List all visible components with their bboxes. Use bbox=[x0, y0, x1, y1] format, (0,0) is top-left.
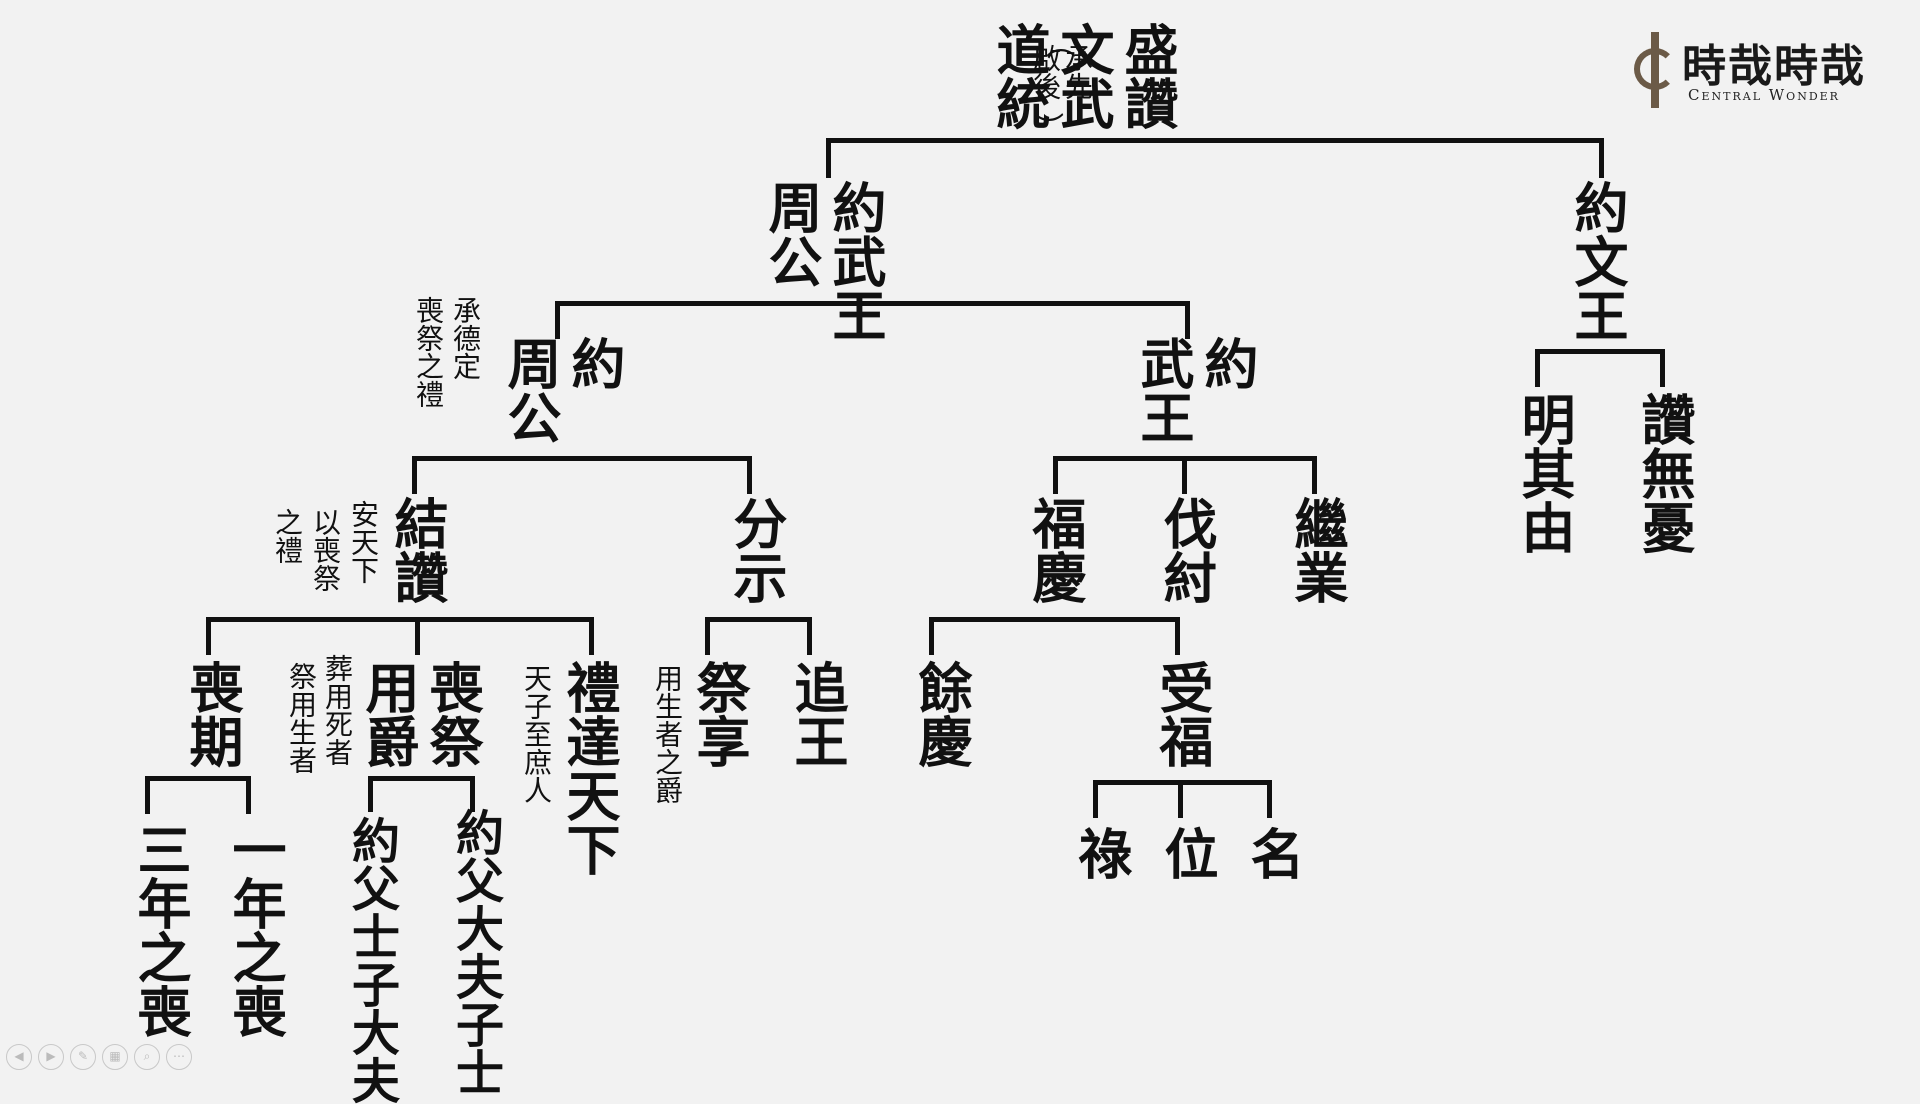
more-icon[interactable]: ⋯ bbox=[166, 1044, 192, 1070]
connector-jie-left bbox=[206, 617, 211, 655]
node-zhou-wu-col1: 約武王 bbox=[823, 180, 887, 342]
node-wu-wang-col2: 武王 bbox=[1131, 336, 1195, 444]
connector-l1-left bbox=[555, 301, 560, 339]
connector-sang-right bbox=[246, 776, 251, 814]
connector-shou-right bbox=[1267, 780, 1272, 818]
connector-sang-left bbox=[145, 776, 150, 814]
connector-wu-mid bbox=[1182, 456, 1187, 494]
root-paren-close: ︶ bbox=[1028, 112, 1063, 142]
root-paren-open: ︵ bbox=[1040, 28, 1075, 58]
node-wen-wang: 約文王 bbox=[1565, 180, 1629, 342]
zhou-gong-note-col1: 承德定 bbox=[449, 296, 482, 380]
connector-zhou-right bbox=[747, 456, 752, 494]
connector-fen-h bbox=[705, 617, 812, 622]
zhou-gong-note-col2: 喪祭之禮 bbox=[412, 296, 445, 408]
connector-shou-left bbox=[1093, 780, 1098, 818]
logo-subtitle: Central Wonder bbox=[1688, 86, 1840, 104]
node-jie-zan: 結讚 bbox=[385, 496, 449, 604]
yong-jue-note-col2: 祭用生者 bbox=[285, 662, 318, 774]
connector-root-h bbox=[826, 138, 1604, 143]
lineage-tree-diagram: 時哉時哉 Central Wonder 盛讚 文武 道統 ︵ 承先 啟後 ︶ 約… bbox=[6, 22, 1900, 1104]
node-fu-qing: 福慶 bbox=[1023, 496, 1087, 604]
root-node-col2: 文武 bbox=[1051, 22, 1115, 130]
li-da-note: 天子至庶人 bbox=[520, 664, 553, 804]
node-li-da: 禮達天下 bbox=[557, 660, 621, 876]
connector-wu-left bbox=[1053, 456, 1058, 494]
connector-l1-h bbox=[555, 301, 1190, 306]
root-node-col1: 盛讚 bbox=[1115, 22, 1179, 130]
node-yong-jue: 用爵 bbox=[356, 660, 420, 768]
connector-zhou-h bbox=[412, 456, 752, 461]
jie-zan-note-col1: 安天下 bbox=[347, 500, 380, 584]
yong-jue-note-col1: 葬用死者 bbox=[321, 654, 354, 766]
connector-fen-left bbox=[705, 617, 710, 655]
connector-fen-right bbox=[807, 617, 812, 655]
node-fa-zhou: 伐紂 bbox=[1154, 496, 1218, 604]
node-zhou-wu-col2: 周公 bbox=[759, 180, 823, 288]
zhong-logo-icon bbox=[1630, 30, 1680, 110]
connector-jue-left bbox=[368, 776, 373, 812]
connector-fu-right bbox=[1175, 617, 1180, 655]
root-note-col2: 啟後 bbox=[1029, 44, 1062, 100]
connector-jie-mid bbox=[415, 617, 420, 655]
node-zhui-wang: 追王 bbox=[785, 660, 849, 768]
node-zan-wu-you: 讚無憂 bbox=[1632, 392, 1696, 554]
node-lu: 祿 bbox=[1069, 826, 1133, 880]
connector-wen-right bbox=[1660, 349, 1665, 387]
node-zhou-gong-col1: 約 bbox=[562, 336, 626, 390]
node-ji-ye: 繼業 bbox=[1285, 496, 1349, 604]
next-icon[interactable]: ▶ bbox=[38, 1044, 64, 1070]
node-wu-wang-col1: 約 bbox=[1195, 336, 1259, 390]
connector-fu-h bbox=[929, 617, 1180, 622]
connector-jie-h bbox=[206, 617, 594, 622]
connector-shou-mid bbox=[1178, 780, 1183, 818]
root-node-col3: 道統 bbox=[987, 22, 1051, 130]
ji-xiang-note: 用生者之爵 bbox=[651, 664, 684, 804]
node-dafu-zi: 約父大夫子士 bbox=[447, 808, 503, 1096]
node-wei: 位 bbox=[1155, 826, 1219, 880]
connector-wen-h bbox=[1535, 349, 1665, 354]
node-shi-zi: 約父士子大夫 bbox=[343, 816, 399, 1104]
node-san-nian: 三年之喪 bbox=[128, 822, 192, 1038]
slideshow-toolbar: ◀ ▶ ✎ ▦ ⌕ ⋯ bbox=[6, 1044, 192, 1070]
logo-title: 時哉時哉 bbox=[1682, 41, 1866, 92]
node-ming: 名 bbox=[1241, 826, 1305, 880]
node-fen-shi: 分示 bbox=[724, 496, 788, 604]
jie-zan-note-col3: 之禮 bbox=[271, 508, 304, 564]
node-ming-qi-you: 明其由 bbox=[1512, 392, 1576, 554]
central-wonder-logo: 時哉時哉 Central Wonder bbox=[1630, 30, 1900, 110]
connector-zhou-left bbox=[412, 456, 417, 494]
connector-wu-right bbox=[1312, 456, 1317, 494]
node-ji-xiang: 祭享 bbox=[687, 660, 751, 768]
node-shou-fu: 受福 bbox=[1150, 660, 1214, 768]
node-sang-ji: 喪祭 bbox=[420, 660, 484, 768]
connector-fu-left bbox=[929, 617, 934, 655]
pen-icon[interactable]: ✎ bbox=[70, 1044, 96, 1070]
node-yu-qing: 餘慶 bbox=[909, 660, 973, 768]
root-note-col1: 承先 bbox=[1061, 44, 1094, 100]
connector-sang-h bbox=[145, 776, 251, 781]
jie-zan-note-col2: 以喪祭 bbox=[309, 508, 342, 592]
zoom-icon[interactable]: ⌕ bbox=[134, 1044, 160, 1070]
connector-jie-right bbox=[589, 617, 594, 655]
node-yi-nian: 一年之喪 bbox=[223, 822, 287, 1038]
connector-jue-h bbox=[368, 776, 475, 781]
node-sang-qi: 喪期 bbox=[180, 660, 244, 768]
prev-icon[interactable]: ◀ bbox=[6, 1044, 32, 1070]
node-zhou-gong-col2: 周公 bbox=[498, 336, 562, 444]
connector-root-left bbox=[826, 138, 831, 178]
connector-wen-left bbox=[1535, 349, 1540, 387]
connector-root-right bbox=[1599, 138, 1604, 178]
slides-icon[interactable]: ▦ bbox=[102, 1044, 128, 1070]
connector-l1-right bbox=[1185, 301, 1190, 339]
connector-jue-right bbox=[470, 776, 475, 812]
